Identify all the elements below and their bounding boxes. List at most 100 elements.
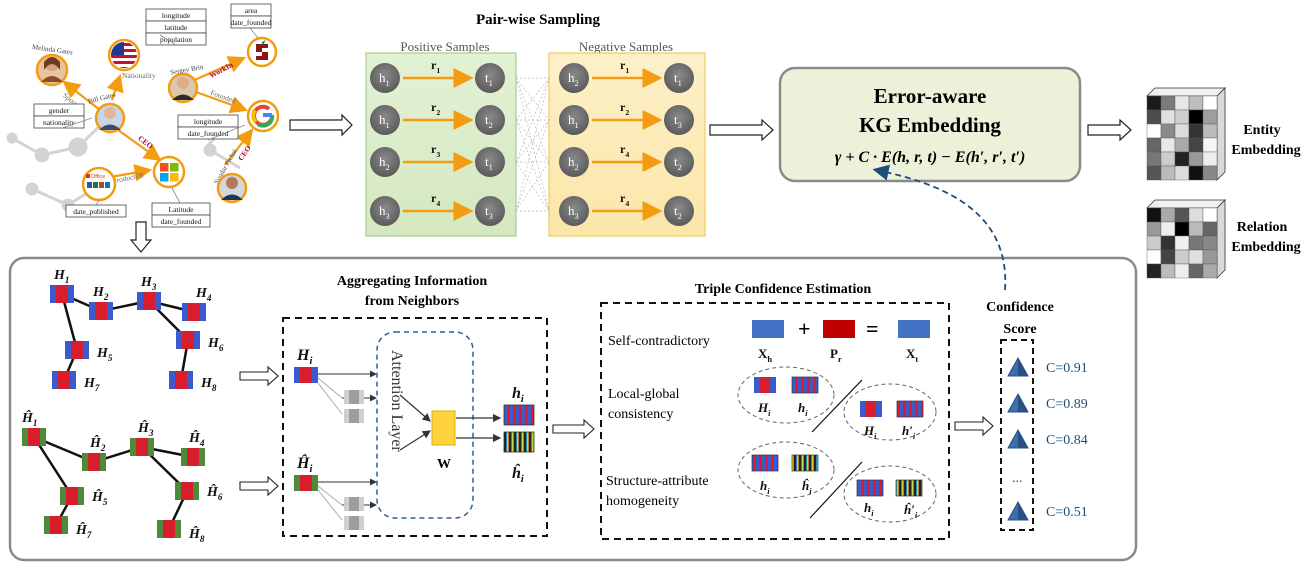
vector-xh xyxy=(752,320,784,338)
attribute-label: gender xyxy=(49,106,70,115)
matrix-cell xyxy=(1202,109,1218,125)
graph-node-label: H7 xyxy=(83,376,100,393)
comparison-group xyxy=(737,441,835,499)
matrix-cell xyxy=(1160,249,1176,265)
matrix-cell xyxy=(1146,263,1162,279)
attention-layer-box xyxy=(376,331,474,519)
weight-matrix-label: W xyxy=(437,457,451,472)
embedding-vector xyxy=(754,377,776,393)
graph-node-label: H3 xyxy=(140,275,157,292)
matrix-cell xyxy=(1146,137,1162,153)
matrix-cell xyxy=(1202,207,1218,223)
graph-node-label: Ĥ5 xyxy=(91,488,108,507)
relation-label: r4 xyxy=(431,191,440,208)
relation-label-nationality: Nationality xyxy=(122,71,156,80)
plus-sign: + xyxy=(798,316,811,341)
score-title-line2: Score xyxy=(1003,322,1036,337)
matrix-cell xyxy=(1188,95,1204,111)
graph-node: Ĥ7 xyxy=(44,516,92,540)
score-value: C=0.91 xyxy=(1046,361,1088,376)
attribute-label: date_founded xyxy=(231,18,272,27)
relation-embedding-label-line1: Relation xyxy=(1237,220,1288,235)
matrix-cell xyxy=(1174,235,1190,251)
head-node xyxy=(559,105,589,135)
aggregation-title-line1: Aggregating Information xyxy=(337,274,487,289)
aggregation-title-line2: from Neighbors xyxy=(365,294,460,309)
graph-node-label: Ĥ2 xyxy=(89,434,106,453)
matrix-cell xyxy=(1174,123,1190,139)
head-node xyxy=(559,63,589,93)
matrix-cell xyxy=(1146,207,1162,223)
vector-xt-label: Xt xyxy=(906,346,918,364)
head-node xyxy=(370,196,400,226)
entity-embedding-label-line2: Embedding xyxy=(1231,143,1300,158)
graph-edge xyxy=(32,436,74,497)
matrix-cell xyxy=(1174,263,1190,279)
stanford-logo-icon xyxy=(246,36,278,68)
structure-attribute-label-line1: Structure-attribute xyxy=(606,474,709,489)
confidence-to-score-arrow xyxy=(954,415,994,437)
sa-right-label-1: hi xyxy=(864,500,874,518)
matrix-cell xyxy=(1188,263,1204,279)
graph-node-label: Ĥ8 xyxy=(188,525,205,544)
sampling-to-embedding-arrow xyxy=(709,118,774,142)
attention-layer-label: Attention Layer xyxy=(388,350,405,452)
lg-left-label-2: hi xyxy=(798,400,808,418)
head-node xyxy=(559,196,589,226)
confidence-score-panel: Confidence Score C=0.91C=0.89C=0.84...C=… xyxy=(986,300,1088,531)
matrix-cell xyxy=(1160,221,1176,237)
matrix-cell xyxy=(1202,151,1218,167)
attribute-label: date_founded xyxy=(188,129,229,138)
graph-node: Ĥ6 xyxy=(175,482,223,502)
graph-edge xyxy=(60,293,79,351)
matrix-cell xyxy=(1202,123,1218,139)
kg-to-graph-arrow xyxy=(129,221,153,253)
matrix-cell xyxy=(1188,151,1204,167)
local-global-label-line1: Local-global xyxy=(608,387,680,402)
relation-embedding-label-line2: Embedding xyxy=(1231,240,1300,255)
graph-node: H3 xyxy=(137,275,161,310)
graph-node-label: Ĥ4 xyxy=(188,429,205,448)
score-value: C=0.51 xyxy=(1046,505,1088,520)
attribute-box: date_published xyxy=(65,204,127,218)
graph-bottom-to-aggregation-arrow xyxy=(239,475,279,497)
office-logo-label: Office xyxy=(91,174,105,180)
graph-node: Ĥ5 xyxy=(60,487,108,507)
vector-xh-label: Xh xyxy=(758,346,772,364)
matrix-cell xyxy=(1174,249,1190,265)
attribute-label: Latitude xyxy=(169,205,195,214)
triple-confidence-panel: Triple Confidence Estimation Self-contra… xyxy=(600,282,950,540)
relation-label-workin: WorkIn xyxy=(208,60,235,80)
embedding-vector xyxy=(856,479,884,497)
relation-label: r1 xyxy=(431,58,440,75)
negative-samples-title: Negative Samples xyxy=(579,39,673,54)
vector-xt xyxy=(898,320,930,338)
neighbor-embedding xyxy=(344,409,364,423)
matrix-cell xyxy=(1146,109,1162,125)
tail-label: t2 xyxy=(674,154,682,172)
graph-top-to-aggregation-arrow xyxy=(239,365,279,387)
attribute-label: nationality xyxy=(43,118,75,127)
attribute-box: gender nationality xyxy=(33,103,85,129)
sa-left-label-1: hi xyxy=(760,478,770,496)
score-value: C=0.84 xyxy=(1046,433,1088,448)
neighbor-embedding xyxy=(344,497,364,511)
embedding-vector xyxy=(791,454,819,472)
output-embedding-h-hat xyxy=(503,431,535,453)
sundar-pichai-avatar xyxy=(216,172,248,204)
relation-label-ceo-bill: CEO xyxy=(136,134,154,151)
lg-right-label-2: h′i xyxy=(902,423,916,441)
tail-label: t3 xyxy=(674,112,682,130)
matrix-cell xyxy=(1202,263,1218,279)
tail-node xyxy=(475,147,505,177)
graph-node-label: H6 xyxy=(207,336,224,353)
graph-node-label: Ĥ6 xyxy=(206,483,223,502)
neighbor-embedding xyxy=(344,390,364,404)
tail-label: t2 xyxy=(674,203,682,221)
